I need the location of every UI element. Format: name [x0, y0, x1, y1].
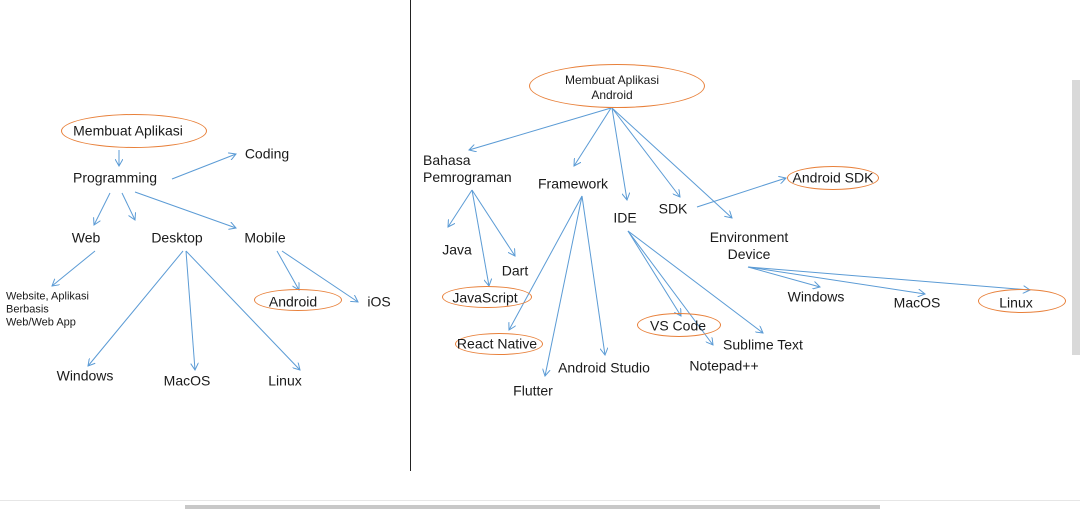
node-linux-right: Linux — [999, 294, 1033, 311]
node-programming: Programming — [72, 169, 158, 186]
oval-android-sdk — [787, 166, 879, 190]
oval-linux-right — [978, 289, 1066, 313]
node-dart: Dart — [501, 262, 529, 279]
node-macos-right: MacOS — [893, 294, 941, 311]
oval-right-root — [529, 64, 705, 108]
edge-programming-web — [94, 192, 111, 225]
node-windows-left: Windows — [56, 367, 114, 384]
edge-bahasa-javascript — [471, 189, 489, 286]
edge-framework-android-studio — [581, 195, 605, 355]
edge-framework-react-native — [509, 195, 583, 330]
node-ide: IDE — [613, 209, 637, 226]
node-macos-left: MacOS — [163, 372, 211, 389]
oval-javascript — [442, 286, 532, 308]
scrollbar-track — [1072, 80, 1080, 355]
node-android-left: Android — [268, 293, 318, 310]
edge-sdk-android-sdk — [696, 178, 786, 208]
node-react-native: React Native — [456, 335, 538, 352]
bottom-divider — [0, 500, 1080, 501]
panel-divider — [410, 0, 411, 471]
edge-programming-desktop — [121, 192, 135, 220]
edge-desktop-linux — [185, 250, 300, 370]
edge-ide-sublime — [627, 230, 763, 333]
oval-react-native — [455, 333, 543, 355]
edge-desktop-macos — [185, 250, 195, 370]
node-vs-code: VS Code — [649, 317, 707, 334]
edge-env-macos — [747, 266, 925, 294]
edge-mobile-ios — [281, 250, 358, 302]
node-website: Website, Aplikasi Berbasis Web/Web App — [6, 290, 89, 329]
node-ios: iOS — [367, 293, 391, 310]
node-android-studio: Android Studio — [558, 359, 650, 376]
edge-mobile-android — [276, 250, 299, 290]
oval-left-android — [254, 289, 342, 311]
node-desktop: Desktop — [151, 229, 203, 246]
node-sublime-text: Sublime Text — [723, 336, 803, 353]
node-notepad: Notepad++ — [689, 357, 759, 374]
edge-bahasa-dart — [471, 189, 515, 256]
node-java: Java — [442, 241, 472, 258]
node-sdk: SDK — [658, 200, 688, 217]
edge-env-linux — [747, 266, 1030, 290]
edge-root-framework — [574, 107, 612, 166]
node-android-sdk: Android SDK — [792, 169, 874, 186]
edge-web-website — [52, 250, 96, 286]
node-environment-device: Environment Device — [709, 229, 789, 262]
oval-vs-code — [637, 313, 721, 337]
node-coding: Coding — [244, 145, 290, 162]
edge-env-windows — [747, 266, 820, 287]
edge-bahasa-java — [448, 189, 473, 227]
node-right-root: Membuat Aplikasi Android — [564, 73, 660, 102]
edge-framework-flutter — [545, 195, 583, 376]
edge-root-bahasa — [469, 107, 612, 150]
node-javascript: JavaScript — [452, 289, 518, 306]
node-windows-right: Windows — [787, 288, 845, 305]
edge-programming-mobile — [134, 191, 236, 228]
node-bahasa: Bahasa Pemrograman — [423, 152, 512, 185]
edge-root-sdk — [611, 107, 680, 197]
edge-root-env — [611, 107, 732, 218]
edge-programming-coding — [171, 154, 236, 180]
node-flutter: Flutter — [513, 382, 553, 399]
oval-left-root — [61, 114, 207, 148]
node-framework: Framework — [537, 175, 609, 192]
horizontal-scrollbar — [185, 505, 880, 509]
edge-root-ide — [611, 107, 627, 200]
node-mobile: Mobile — [244, 229, 286, 246]
edge-ide-vs-code — [627, 230, 681, 316]
node-web: Web — [71, 229, 101, 246]
node-left-root: Membuat Aplikasi — [73, 122, 183, 139]
node-linux-left: Linux — [268, 372, 302, 389]
edge-desktop-windows — [88, 250, 184, 366]
